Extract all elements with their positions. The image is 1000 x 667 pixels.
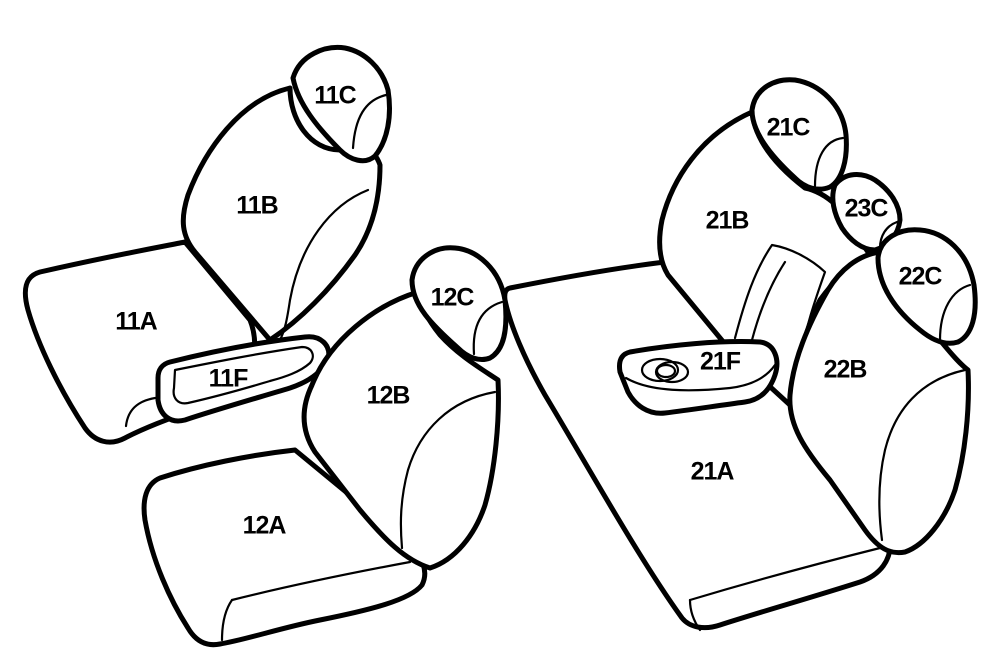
label-12C: 12C — [431, 284, 475, 312]
label-11B: 11B — [236, 192, 277, 220]
part-22C[interactable] — [875, 227, 978, 346]
label-11C: 11C — [314, 82, 356, 110]
label-12B: 12B — [367, 382, 410, 410]
label-21A: 21A — [691, 458, 735, 486]
label-11F: 11F — [209, 365, 248, 393]
part-21C[interactable] — [749, 77, 849, 192]
label-11A: 11A — [115, 308, 157, 336]
part-12B[interactable] — [301, 289, 501, 571]
part-12C[interactable] — [409, 245, 509, 363]
label-22B: 22B — [824, 356, 867, 384]
label-21C: 21C — [767, 114, 811, 142]
part-11F[interactable] — [155, 334, 332, 424]
cup-holder-icon — [640, 357, 690, 384]
part-labels: 11C 11B 11A 11F 12C 12B 12A 21C 21B 23C … — [115, 82, 943, 540]
seat-11 — [22, 44, 392, 445]
label-12A: 12A — [243, 512, 287, 540]
label-21B: 21B — [706, 207, 749, 235]
label-21F: 21F — [700, 348, 741, 376]
label-23C: 23C — [845, 195, 889, 223]
seat-12 — [141, 245, 509, 648]
part-11C[interactable] — [290, 44, 392, 164]
label-22C: 22C — [899, 263, 943, 291]
part-21F[interactable] — [617, 339, 780, 416]
part-12A[interactable] — [141, 447, 428, 648]
seat-21 — [502, 77, 978, 632]
